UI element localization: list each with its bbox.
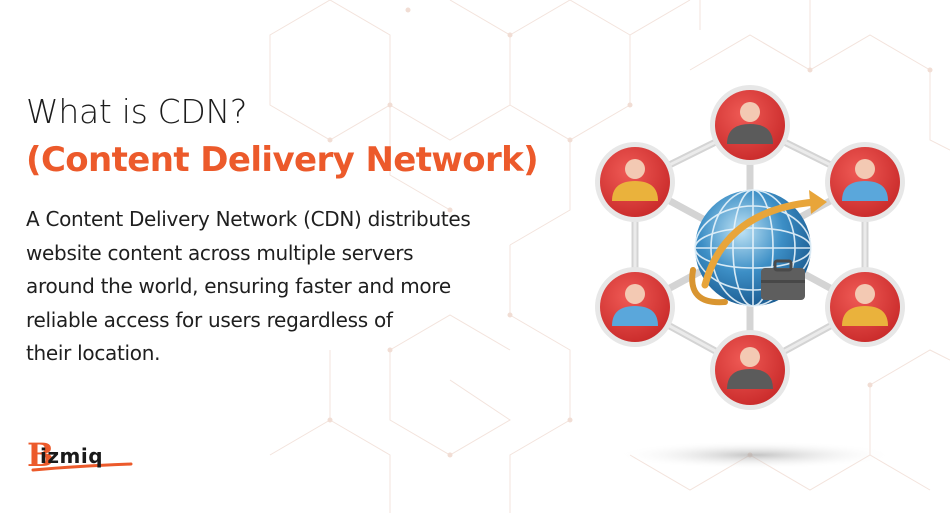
user-node-top-right xyxy=(825,142,905,222)
cdn-network-illustration xyxy=(595,85,905,469)
description-line: their location. xyxy=(26,341,161,365)
logo-mark: B xyxy=(27,436,133,474)
user-node-top-left xyxy=(595,142,675,222)
description-line: website content across multiple servers xyxy=(26,240,414,265)
description-paragraph: A Content Delivery Network (CDN) distrib… xyxy=(26,203,546,371)
brand-logo[interactable]: B izmiq xyxy=(27,436,137,476)
logo-text: izmiq xyxy=(40,444,104,468)
user-node-top xyxy=(710,85,790,165)
page-subtitle: (Content Delivery Network) xyxy=(26,140,539,180)
briefcase-icon xyxy=(761,259,805,300)
user-node-bottom-left xyxy=(595,267,675,347)
user-node-bottom-right xyxy=(825,267,905,347)
page-title: What is CDN? xyxy=(26,92,248,131)
description-line: around the world, ensuring faster and mo… xyxy=(26,274,451,298)
globe-icon xyxy=(689,189,827,307)
description-line: reliable access for users regardless of xyxy=(26,307,393,332)
description-line: A Content Delivery Network (CDN) distrib… xyxy=(26,207,471,231)
user-node-bottom xyxy=(710,330,790,410)
